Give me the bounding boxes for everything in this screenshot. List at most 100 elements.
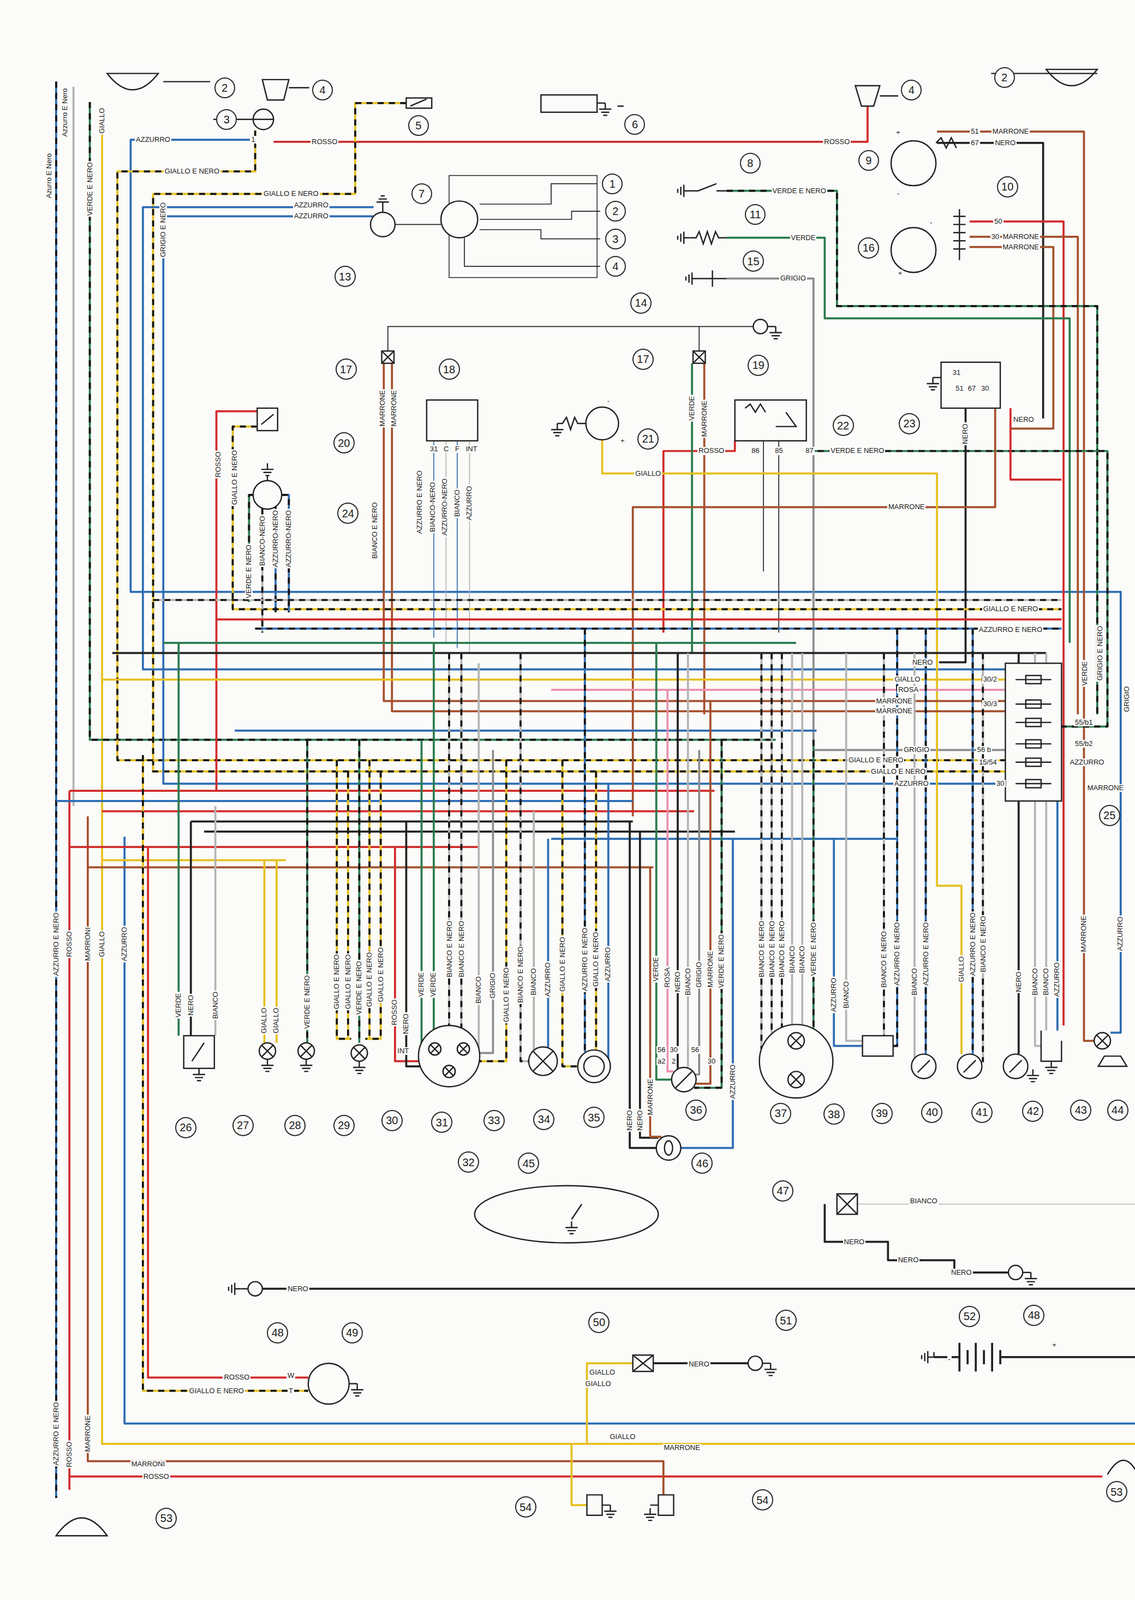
wire: [971, 628, 975, 1055]
wire: [663, 440, 736, 633]
wire: [726, 237, 1070, 643]
wire: [102, 678, 1006, 681]
wire: [55, 81, 58, 1498]
wire: [571, 1443, 587, 1505]
callout-number: 30: [385, 1114, 398, 1127]
wire-label: GIALLO E NERO: [163, 167, 221, 176]
wire-label: GRIGIO: [902, 745, 931, 754]
callout-number: 2: [1001, 71, 1008, 84]
wire-label: -: [895, 189, 901, 198]
wire-label: NERO: [961, 422, 970, 446]
callout-circle: 2: [214, 77, 236, 99]
component-symbol: [767, 325, 776, 327]
wire-label: MARRONE: [84, 1414, 92, 1453]
component-symbol: [261, 463, 274, 476]
wire-label: F: [454, 445, 461, 453]
wire: [587, 1363, 633, 1444]
wire-label: GIALLO E NERO: [592, 930, 600, 988]
component-symbol: [697, 270, 727, 288]
wire: [433, 440, 435, 638]
callout-number: 32: [462, 1156, 475, 1169]
wire: [694, 739, 722, 1089]
wire-label: 30/2: [982, 675, 999, 684]
component-symbol: [759, 1024, 834, 1098]
callout-circle: 33: [483, 1109, 505, 1132]
wire-label: NERO: [687, 1360, 711, 1369]
wire-label: 56: [656, 1046, 667, 1054]
wire-label: GRIGIO E NERO: [1096, 624, 1104, 682]
component-symbol: [1022, 1271, 1031, 1274]
wire: [255, 627, 1062, 630]
wire-label: GIALLO: [893, 675, 922, 684]
wire-label: 31: [428, 445, 439, 453]
wire: [69, 789, 715, 792]
callout-circle: 38: [823, 1103, 845, 1125]
component-symbol: [1026, 1069, 1039, 1082]
callout-circle: 48: [1023, 1304, 1045, 1326]
wire-label: MARRONE: [1086, 784, 1125, 792]
component-symbol: [459, 1044, 468, 1054]
component-symbol: [744, 403, 797, 427]
wire: [153, 599, 1062, 602]
component-symbol: [540, 94, 597, 113]
wire-label: AZZURRO-NERO: [440, 477, 449, 537]
wire-label: GIALLO E NERO: [262, 189, 320, 198]
wire-label: GIALLO: [584, 1380, 613, 1388]
wire-label: NERO: [1012, 415, 1036, 424]
component-symbol: [445, 1067, 454, 1076]
component-symbol: [1015, 679, 1051, 784]
callout-circle: 46: [691, 1152, 713, 1174]
callout-number: 4: [319, 84, 326, 97]
wire-label: W: [286, 1371, 296, 1380]
wire-label: AZZURRO: [465, 485, 474, 522]
component-symbol: [248, 1281, 263, 1296]
component-symbol: [933, 1352, 935, 1358]
wire-label: GIALLO: [608, 1432, 637, 1441]
callout-number: 2: [612, 205, 619, 218]
component-symbol: [941, 362, 1001, 409]
callout-circle: 24: [337, 502, 359, 524]
wire-label: GIALLO E NERO: [332, 953, 341, 1011]
wire: [69, 845, 480, 848]
component-symbol: [350, 1383, 363, 1396]
callout-circle: 10: [996, 176, 1019, 198]
callout-number: 41: [975, 1106, 988, 1119]
wire-label: ROSA: [897, 685, 920, 694]
callout-circle: 14: [630, 292, 652, 314]
wire-label: GRIGIO: [779, 274, 808, 283]
wire-label: BIANCO E NERO: [516, 945, 525, 1004]
callout-number: 16: [862, 241, 875, 254]
component-symbol: [405, 98, 432, 109]
callout-circle: 20: [333, 432, 355, 454]
component-symbol: [963, 1060, 976, 1073]
wire-label: 85: [773, 446, 784, 455]
wire-label: AZZURRO-NERO: [284, 509, 293, 569]
component-symbol: [753, 319, 768, 334]
wire-label: BIANCO: [1030, 966, 1039, 997]
component-symbol: [528, 1047, 558, 1076]
wire-label: 55/b2: [1073, 739, 1095, 748]
wire-label: NERO: [843, 1238, 866, 1246]
component-symbol: [1025, 739, 1042, 749]
wire-label: ROSSO: [214, 450, 223, 479]
callout-circle: 40: [921, 1101, 943, 1123]
component-symbol: [240, 1287, 248, 1289]
callout-circle: 49: [341, 1322, 363, 1344]
callout-circle: 28: [284, 1114, 306, 1137]
callout-number: 28: [288, 1119, 301, 1132]
callout-circle: 37: [769, 1102, 792, 1125]
wire-label: GIALLO: [957, 955, 966, 984]
wire: [551, 688, 1006, 691]
callout-circle: 2: [605, 200, 626, 222]
wire-label: NERO: [402, 1012, 410, 1036]
callout-circle: 4: [900, 79, 922, 101]
component-symbol: [764, 1363, 777, 1376]
component-symbol: [56, 69, 1135, 1536]
callout-circle: 17: [632, 348, 654, 370]
wire-label: AZZURRO: [293, 201, 330, 209]
component-symbol: [266, 475, 268, 481]
wire-label: GRIGIO: [488, 971, 497, 1000]
wire: [102, 810, 695, 813]
wire: [763, 440, 779, 633]
